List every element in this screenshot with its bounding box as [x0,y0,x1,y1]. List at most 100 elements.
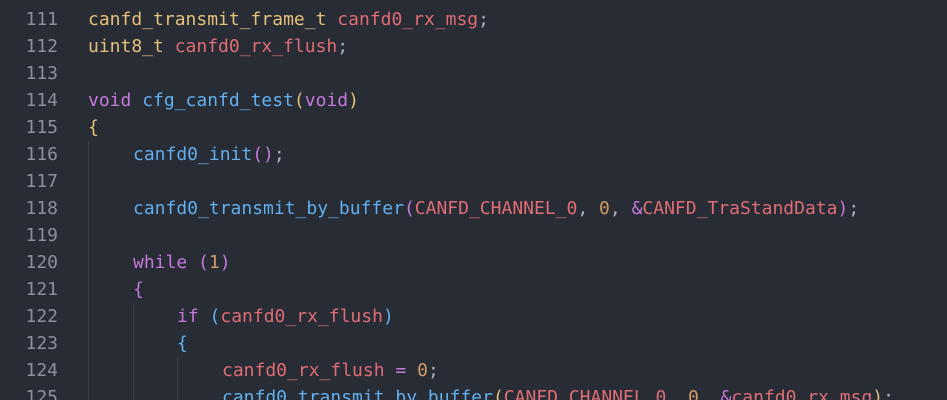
code-token: ( [209,306,221,327]
code-text[interactable]: uint8_t canfd0_rx_flush; [88,33,348,60]
code-token: void [88,90,132,111]
code-token [406,360,417,381]
code-token: cfg_canfd_test [142,90,294,111]
code-token: canfd0_rx_msg [731,387,873,400]
code-token: ( [403,198,415,219]
line-number: 122 [25,306,58,327]
code-token: canfd_transmit_frame_t [88,9,327,30]
code-token: void [304,90,349,111]
line-number: 118 [25,198,58,219]
code-token: , [698,387,721,400]
code-text[interactable]: void cfg_canfd_test(void) [88,87,359,114]
code-token: ( [293,90,305,111]
code-token: & [720,387,732,400]
indent-guide [133,357,134,384]
indent-guide [88,141,89,168]
code-line[interactable]: 119 [0,222,947,249]
code-token [187,252,198,273]
code-token: ) [348,90,359,111]
code-token: ) [382,306,394,327]
code-text[interactable]: { [88,114,99,141]
code-token: 0 [599,198,610,219]
code-token: canfd0_transmit_by_buffer [222,387,493,400]
code-text[interactable]: canfd0_transmit_by_buffer(CANFD_CHANNEL_… [133,195,859,222]
code-token: CANFD_CHANNEL_0 [503,387,667,400]
indent-guide [133,303,134,330]
code-token: , [666,387,689,400]
code-line[interactable]: 113 [0,60,947,87]
code-text[interactable]: canfd_transmit_frame_t canfd0_rx_msg; [88,6,489,33]
indent-guide [88,222,89,249]
code-token [164,36,175,57]
code-token: canfd0_rx_flush [174,36,338,57]
code-line[interactable]: 125 canfd0_transmit_by_buffer(CANFD_CHANN… [0,384,947,400]
indent-guide [88,357,89,384]
code-text[interactable]: if (canfd0_rx_flush) [177,303,394,330]
code-token: & [631,198,643,219]
code-token: canfd0_init [133,144,253,165]
line-number: 115 [25,117,58,138]
code-text[interactable]: canfd0_rx_flush = 0; [222,357,439,384]
code-token: uint8_t [88,36,164,57]
indent-guide [88,384,89,400]
code-line[interactable]: 112 uint8_t canfd0_rx_flush; [0,33,947,60]
indent-guide [88,330,89,357]
code-token: ( [492,387,504,400]
code-line[interactable]: 122 if (canfd0_rx_flush) [0,303,947,330]
code-token: ; [337,36,349,57]
code-token: ; [883,387,894,400]
line-number: 113 [25,63,58,84]
indent-guide [133,384,134,400]
line-number: 123 [25,333,58,354]
indent-guide [88,249,89,276]
code-token: canfd0_rx_msg [337,9,479,30]
code-token: { [133,279,144,300]
code-token [199,306,210,327]
code-line[interactable]: 121 { [0,276,947,303]
code-token: , [609,198,632,219]
indent-guide [88,303,89,330]
line-number: 119 [25,225,58,246]
code-token: ) [219,252,231,273]
code-token: 1 [208,252,220,273]
line-number: 121 [25,279,58,300]
code-token: if [177,306,199,327]
line-number: 114 [25,90,58,111]
code-text[interactable]: canfd0_transmit_by_buffer(CANFD_CHANNEL_… [222,384,894,400]
code-token: canfd0_transmit_by_buffer [133,198,404,219]
code-line[interactable]: 117 [0,168,947,195]
indent-guide [88,195,89,222]
indent-guide [177,357,178,384]
code-text[interactable]: while (1) [133,249,231,276]
code-token [385,360,396,381]
code-line[interactable]: 123 { [0,330,947,357]
code-token: CANFD_TraStandData [642,198,838,219]
code-token: ; [848,198,860,219]
code-token: = [395,360,407,381]
line-number: 112 [25,36,58,57]
code-token: ; [273,144,285,165]
code-token: 0 [417,360,428,381]
code-token: { [177,333,188,354]
code-token: ; [478,9,489,30]
code-token: canfd0_rx_flush [222,360,385,381]
code-text[interactable]: { [133,276,144,303]
code-line[interactable]: 118 canfd0_transmit_by_buffer(CANFD_CHANN… [0,195,947,222]
code-line[interactable]: 115 { [0,114,947,141]
line-number: 125 [25,387,58,400]
indent-guide [133,330,134,357]
code-token: ) [872,387,884,400]
code-token: canfd0_rx_flush [220,306,383,327]
line-number: 117 [25,171,58,192]
code-text[interactable]: { [177,330,188,357]
code-token: CANFD_CHANNEL_0 [414,198,578,219]
code-token: ( [198,252,209,273]
code-token: while [133,252,188,273]
code-text[interactable]: canfd0_init(); [133,141,285,168]
